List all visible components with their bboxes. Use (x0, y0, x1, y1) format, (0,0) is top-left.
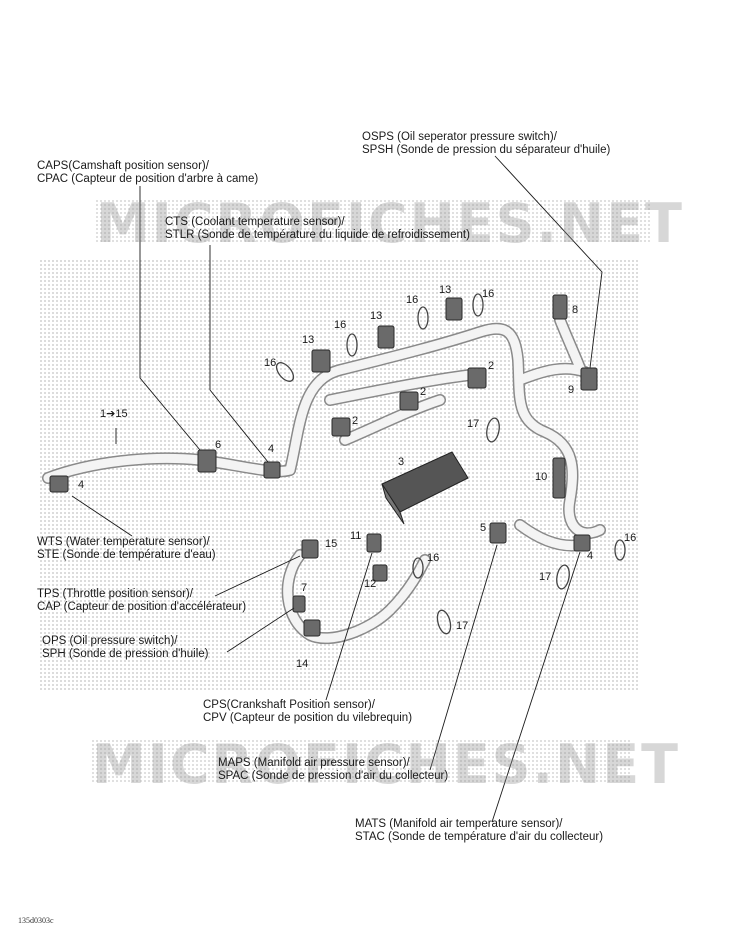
watermark-bottom: MICROFICHES.NET (92, 733, 680, 796)
callout-caps-line1: CAPS(Camshaft position sensor)/ (37, 160, 209, 172)
callout-maps-line1: MAPS (Manifold air pressure sensor)/ (218, 757, 410, 769)
part-number: 17 (456, 620, 469, 632)
harness-cables (42, 314, 606, 645)
part-number: 6 (215, 439, 222, 451)
watermark-top: MICROFICHES.NET (96, 192, 684, 255)
part-number: 5 (480, 522, 487, 534)
part-number: 10 (535, 471, 548, 483)
callout-tps-line2: CAP (Capteur de position d'accélérateur) (37, 601, 247, 613)
part-number: 16 (624, 532, 637, 544)
callout-wts-line1: WTS (Water temperature sensor)/ (37, 536, 210, 548)
callout-cts-line2: STLR (Sonde de température du liquide de… (165, 229, 470, 241)
part-number: 3 (398, 456, 405, 468)
part-number: 4 (268, 443, 275, 455)
part-number: 7 (301, 582, 308, 594)
ecm-module (381, 451, 469, 525)
dotted-band-bottom (90, 740, 630, 784)
callout-ops-line2: SPH (Sonde de pression d'huile) (42, 648, 209, 660)
figure-code: 135d0303c (18, 916, 54, 925)
callout-osps-line1: OSPS (Oil seperator pressure switch)/ (362, 131, 557, 143)
part-number: 13 (302, 334, 315, 346)
callout-osps-line2: SPSH (Sonde de pression du séparateur d'… (362, 144, 611, 156)
dotted-background (38, 258, 640, 690)
callout-mats-line2: STAC (Sonde de température d'air du coll… (355, 831, 604, 843)
callout-caps-line2: CPAC (Capteur de position d'arbre à came… (37, 173, 259, 185)
callout-ops-line1: OPS (Oil pressure switch)/ (42, 635, 178, 647)
callout-cps-line1: CPS(Crankshaft Position sensor)/ (203, 699, 375, 711)
part-number: 12 (364, 578, 377, 590)
part-number: 15 (325, 538, 338, 550)
dotted-band-top (95, 200, 650, 242)
callout-tps-line1: TPS (Throttle position sensor)/ (37, 588, 193, 600)
callout-cps-line2: CPV (Capteur de position du vilebrequin) (203, 712, 413, 724)
leader-lines (71, 155, 603, 823)
part-number: 16 (264, 357, 277, 369)
callout-wts-line2: STE (Sonde de température d'eau) (37, 549, 216, 561)
part-number: 17 (539, 571, 552, 583)
part-number: 16 (482, 288, 495, 300)
part-number: 4 (78, 479, 85, 491)
part-number: 1➔15 (100, 408, 128, 420)
part-number: 14 (296, 658, 309, 670)
connectors (49, 294, 598, 637)
callout-maps-line2: SPAC (Sonde de pression d'air du collect… (218, 770, 449, 782)
part-number: 9 (568, 384, 575, 396)
part-number: 2 (352, 415, 359, 427)
callout-cts-line1: CTS (Coolant temperature sensor)/ (165, 216, 345, 228)
part-number: 11 (350, 530, 362, 542)
callout-mats-line1: MATS (Manifold air temperature sensor)/ (355, 818, 563, 830)
part-number: 17 (467, 418, 480, 430)
part-number: 16 (427, 552, 440, 564)
part-number: 8 (572, 304, 579, 316)
part-number: 16 (406, 294, 419, 306)
part-number: 4 (587, 550, 594, 562)
part-number: 13 (370, 310, 383, 322)
part-number: 16 (334, 319, 347, 331)
part-number: 13 (439, 284, 452, 296)
part-number: 2 (420, 386, 427, 398)
tie-straps (275, 293, 626, 635)
part-number: 2 (488, 360, 495, 372)
